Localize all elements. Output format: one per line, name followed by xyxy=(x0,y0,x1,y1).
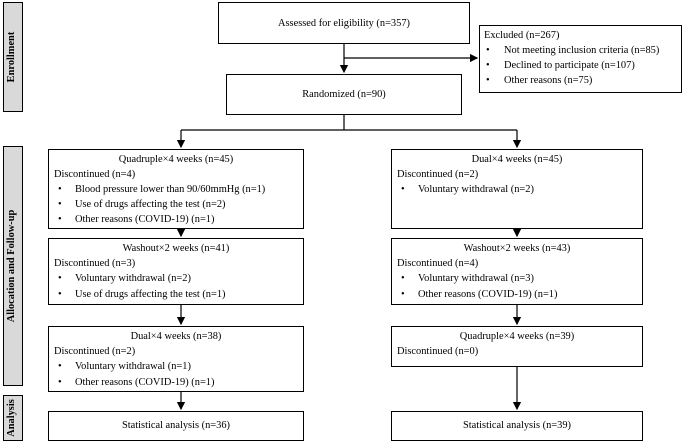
excluded-title: Excluded (n=267) xyxy=(484,30,560,41)
left-analysis-text: Statistical analysis (n=36) xyxy=(121,420,231,431)
left-analysis-box: Statistical analysis (n=36) xyxy=(48,411,304,441)
left-period1-discontinued: Discontinued (n=4) xyxy=(54,169,136,180)
right-washout-item-1: Voluntary withdrawal (n=3) xyxy=(418,273,534,284)
left-period1-bullet-2: • xyxy=(58,199,62,210)
left-period2-item-1: Voluntary withdrawal (n=1) xyxy=(75,361,191,372)
excluded-bullet-2: • xyxy=(486,60,490,71)
right-washout-discontinued: Discontinued (n=4) xyxy=(397,258,479,269)
left-washout-box: Washout×2 weeks (n=41) Discontinued (n=3… xyxy=(48,238,304,305)
right-period1-box: Dual×4 weeks (n=45) Discontinued (n=2) •… xyxy=(391,149,643,229)
left-period2-discontinued: Discontinued (n=2) xyxy=(54,346,136,357)
left-period1-title: Quadruple×4 weeks (n=45) xyxy=(118,154,234,165)
right-period1-discontinued: Discontinued (n=2) xyxy=(397,169,479,180)
left-period2-bullet-1: • xyxy=(58,361,62,372)
right-washout-box: Washout×2 weeks (n=43) Discontinued (n=4… xyxy=(391,238,643,305)
excluded-box: Excluded (n=267) • Not meeting inclusion… xyxy=(479,25,682,93)
excluded-item-3: Other reasons (n=75) xyxy=(504,75,593,86)
left-period2-box: Dual×4 weeks (n=38) Discontinued (n=2) •… xyxy=(48,326,304,392)
right-period2-discontinued: Discontinued (n=0) xyxy=(397,346,479,357)
assessed-box: Assessed for eligibility (n=357) xyxy=(218,2,470,44)
right-period1-item-1: Voluntary withdrawal (n=2) xyxy=(418,184,534,195)
left-period1-bullet-1: • xyxy=(58,184,62,195)
right-analysis-box: Statistical analysis (n=39) xyxy=(391,411,643,441)
left-washout-title: Washout×2 weeks (n=41) xyxy=(122,243,230,254)
randomized-box: Randomized (n=90) xyxy=(226,74,462,115)
right-period1-bullet-1: • xyxy=(401,184,405,195)
right-washout-item-2: Other reasons (COVID-19) (n=1) xyxy=(418,289,558,300)
left-period1-item-2: Use of drugs affecting the test (n=2) xyxy=(75,199,226,210)
left-period1-box: Quadruple×4 weeks (n=45) Discontinued (n… xyxy=(48,149,304,229)
right-washout-bullet-1: • xyxy=(401,273,405,284)
phase-bar-allocation xyxy=(3,146,23,386)
left-washout-item-1: Voluntary withdrawal (n=2) xyxy=(75,273,191,284)
excluded-item-1: Not meeting inclusion criteria (n=85) xyxy=(504,45,660,56)
right-washout-bullet-2: • xyxy=(401,289,405,300)
left-period1-item-1: Blood pressure lower than 90/60mmHg (n=1… xyxy=(75,184,266,195)
left-period2-bullet-2: • xyxy=(58,377,62,388)
assessed-text: Assessed for eligibility (n=357) xyxy=(278,18,410,29)
left-washout-bullet-1: • xyxy=(58,273,62,284)
excluded-bullet-3: • xyxy=(486,75,490,86)
left-washout-bullet-2: • xyxy=(58,289,62,300)
right-washout-title: Washout×2 weeks (n=43) xyxy=(463,243,571,254)
excluded-item-2: Declined to participate (n=107) xyxy=(504,60,635,71)
excluded-bullet-1: • xyxy=(486,45,490,56)
randomized-text: Randomized (n=90) xyxy=(302,89,386,100)
right-period2-box: Quadruple×4 weeks (n=39) Discontinued (n… xyxy=(391,326,643,367)
left-period1-bullet-3: • xyxy=(58,214,62,225)
left-period2-item-2: Other reasons (COVID-19) (n=1) xyxy=(75,377,215,388)
phase-bar-analysis xyxy=(3,395,23,441)
left-period1-item-3: Other reasons (COVID-19) (n=1) xyxy=(75,214,215,225)
left-washout-item-2: Use of drugs affecting the test (n=1) xyxy=(75,289,226,300)
left-period2-title: Dual×4 weeks (n=38) xyxy=(130,331,222,342)
right-analysis-text: Statistical analysis (n=39) xyxy=(462,420,572,431)
left-washout-discontinued: Discontinued (n=3) xyxy=(54,258,136,269)
right-period1-title: Dual×4 weeks (n=45) xyxy=(471,154,563,165)
phase-bar-enrollment xyxy=(3,2,23,112)
right-period2-title: Quadruple×4 weeks (n=39) xyxy=(459,331,575,342)
